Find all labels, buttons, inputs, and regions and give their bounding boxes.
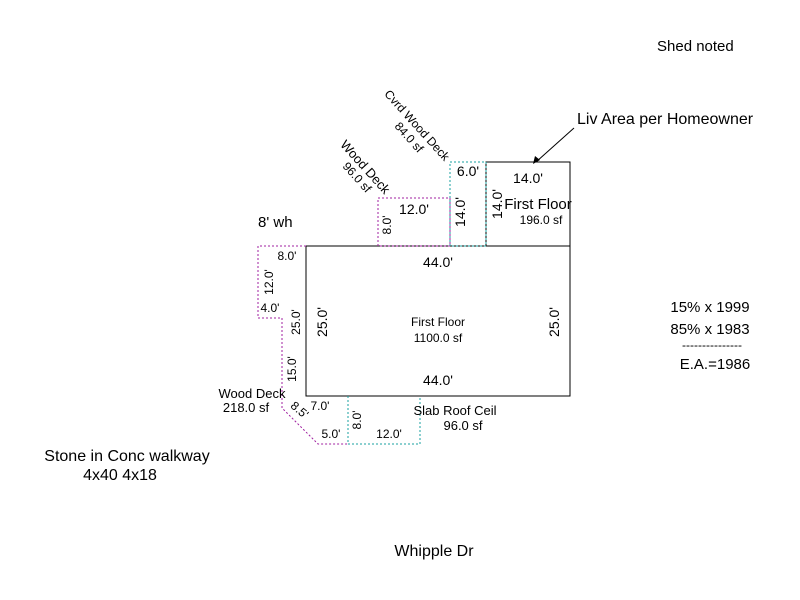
liv-area-note: Liv Area per Homeowner xyxy=(577,111,754,128)
dim-deck-left-7: 7.0' xyxy=(311,399,330,413)
dim-deck-left-15: 15.0' xyxy=(285,356,299,382)
deck-left-name: Wood Deck xyxy=(219,386,286,401)
dim-deck-left-4: 4.0' xyxy=(261,301,280,315)
main-area-name: First Floor xyxy=(411,315,465,329)
dim-main-bottom: 44.0' xyxy=(423,372,453,388)
dim-deck-left-25: 25.0' xyxy=(289,309,303,335)
walkway-note-line1: Stone in Conc walkway xyxy=(44,448,209,465)
upper-area-name: First Floor xyxy=(504,196,572,213)
dim-deck-left-5: 5.0' xyxy=(322,427,341,441)
dim-upper-side: 14.0' xyxy=(489,189,505,219)
dim-main-left: 25.0' xyxy=(314,307,330,337)
dim-cvrd-side: 14.0' xyxy=(452,197,468,227)
slab-name: Slab Roof Ceil xyxy=(413,403,496,418)
wood-deck-top-outline xyxy=(377,197,451,247)
dim-deck-top-width: 12.0' xyxy=(399,201,429,217)
dim-deck-left-12: 12.0' xyxy=(262,269,276,295)
dim-upper-top: 14.0' xyxy=(513,170,543,186)
shed-note: Shed noted xyxy=(657,38,734,55)
dim-deck-top-height: 8.0' xyxy=(380,216,394,235)
dim-deck-left-diag: 8.5' xyxy=(288,398,312,421)
upper-area-sf: 196.0 sf xyxy=(520,213,563,227)
dim-slab-width: 12.0' xyxy=(376,427,402,441)
ea-result: E.A.=1986 xyxy=(680,356,750,373)
street-name: Whipple Dr xyxy=(394,543,474,560)
leader-arrowhead xyxy=(533,156,540,164)
wood-deck-left-outline xyxy=(257,245,348,445)
deck-left-sf: 218.0 sf xyxy=(223,400,270,415)
main-area-sf: 1100.0 sf xyxy=(414,331,463,345)
ea-line-2: 85% x 1983 xyxy=(670,321,749,338)
dim-main-right: 25.0' xyxy=(546,307,562,337)
dim-cvrd-top: 6.0' xyxy=(457,163,479,179)
dim-slab-height: 8.0' xyxy=(350,411,364,430)
walkway-note-line2: 4x40 4x18 xyxy=(83,467,157,484)
ea-line-1: 15% x 1999 xyxy=(670,299,749,316)
leader-line xyxy=(535,127,575,163)
ea-divider: --------------- xyxy=(682,338,742,352)
wall-height-note: 8' wh xyxy=(258,214,293,231)
dim-main-top: 44.0' xyxy=(423,254,453,270)
dim-deck-left-top: 8.0' xyxy=(278,249,297,263)
slab-sf: 96.0 sf xyxy=(443,418,482,433)
slab-roof-ceil-outline xyxy=(347,396,421,445)
